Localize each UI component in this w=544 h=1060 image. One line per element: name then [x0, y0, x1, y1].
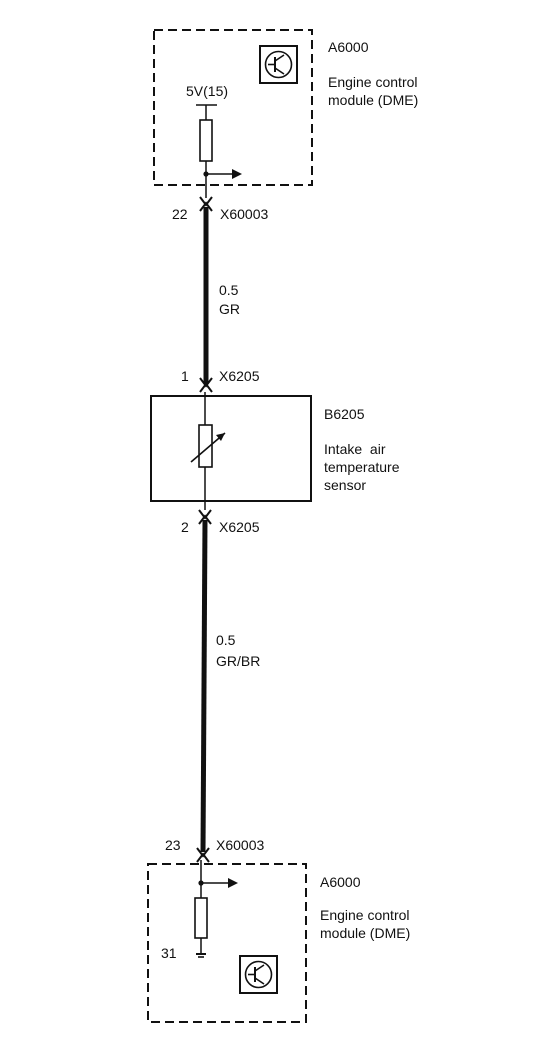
wire-lower [200, 519, 208, 853]
top-module-desc-line1: Engine control [328, 74, 418, 90]
connector-sensor-out-mark [198, 509, 212, 520]
connector-top-pin: 22 [172, 206, 188, 222]
connector-sensor-in-name: X6205 [219, 368, 260, 384]
bottom-module-id: A6000 [320, 874, 361, 890]
wire-lower-color: GR/BR [216, 653, 261, 669]
sensor-desc-line1: Intake air [324, 441, 386, 457]
ground-resistor [194, 897, 208, 939]
ground-icon [196, 953, 206, 958]
bottom-module-box [147, 863, 307, 1023]
top-module-desc-line2: module (DME) [328, 92, 419, 108]
ground-pin-label: 31 [161, 945, 177, 961]
connector-sensor-in-pin: 1 [181, 368, 189, 384]
supply-label: 5V(15) [186, 83, 229, 99]
sensor-box [150, 395, 312, 502]
top-module-transistor-icon [259, 45, 298, 84]
wire-lower-gauge: 0.5 [216, 632, 236, 648]
connector-sensor-out-name: X6205 [219, 519, 260, 535]
connector-bottom-mark [196, 847, 210, 858]
connector-top-name: X60003 [220, 206, 269, 222]
bottom-module-desc-line2: module (DME) [320, 925, 411, 941]
connector-sensor-in-mark [199, 377, 213, 388]
variable-resistor-arrow-icon [190, 432, 226, 463]
wire-upper-color: GR [219, 301, 240, 317]
sensor-desc-line3: sensor [324, 477, 367, 493]
top-module-box [153, 29, 313, 186]
top-module-id: A6000 [328, 39, 369, 55]
connector-bottom-pin: 23 [165, 837, 181, 853]
top-signal-arrow-icon [206, 169, 242, 179]
connector-top-mark [199, 196, 213, 207]
connector-bottom-name: X60003 [216, 837, 265, 853]
connector-sensor-out-pin: 2 [181, 519, 189, 535]
bottom-signal-arrow-icon [201, 878, 238, 888]
sensor-id: B6205 [324, 406, 365, 422]
bottom-module-transistor-icon [239, 955, 278, 994]
wire-upper-gauge: 0.5 [219, 282, 239, 298]
sensor-desc-line2: temperature [324, 459, 400, 475]
pullup-resistor [199, 119, 213, 162]
bottom-module-desc-line1: Engine control [320, 907, 410, 923]
